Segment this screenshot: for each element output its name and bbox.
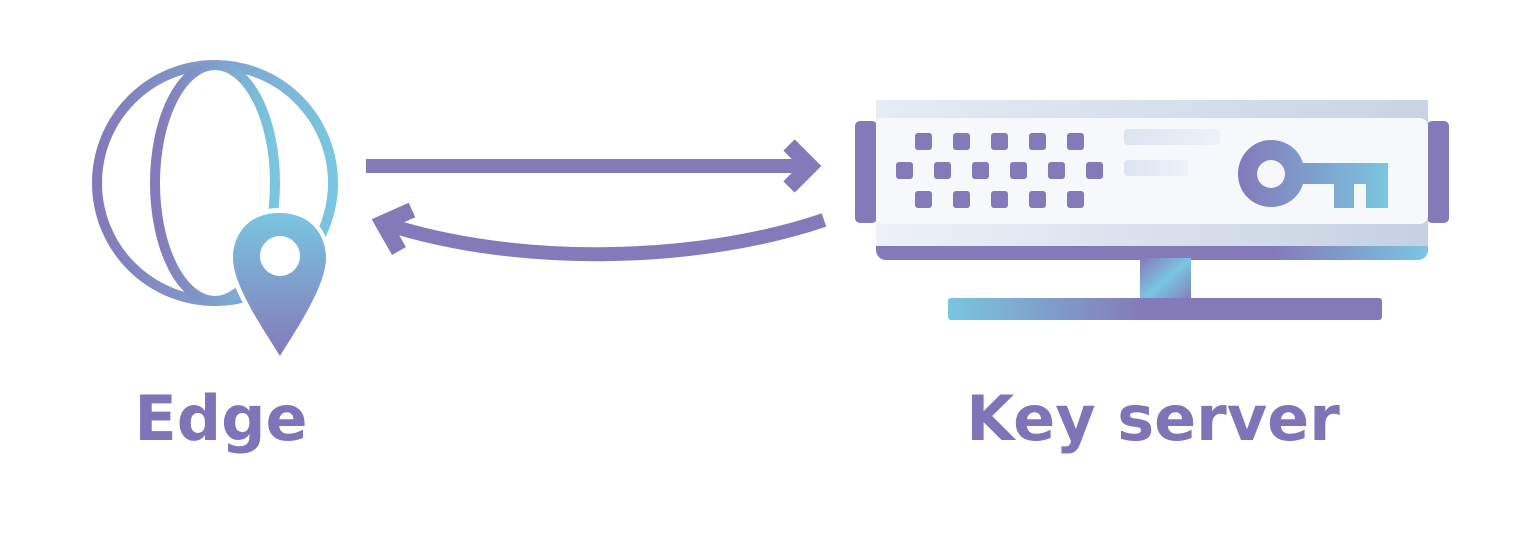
vent-grid: [896, 133, 1103, 208]
response-arrow: [371, 202, 827, 262]
location-pin-icon: [233, 213, 326, 356]
key-icon: [1238, 140, 1388, 208]
key-server-label: Key server: [966, 382, 1340, 455]
globe-location-pin-icon: [92, 60, 338, 356]
server-base: [948, 298, 1382, 320]
request-arrow: [366, 139, 822, 193]
display-slot: [1124, 160, 1188, 176]
edge-label: Edge: [134, 382, 308, 455]
display-slot: [1124, 129, 1220, 145]
server-stand: [1140, 258, 1191, 302]
server-with-key-icon: [855, 100, 1449, 320]
